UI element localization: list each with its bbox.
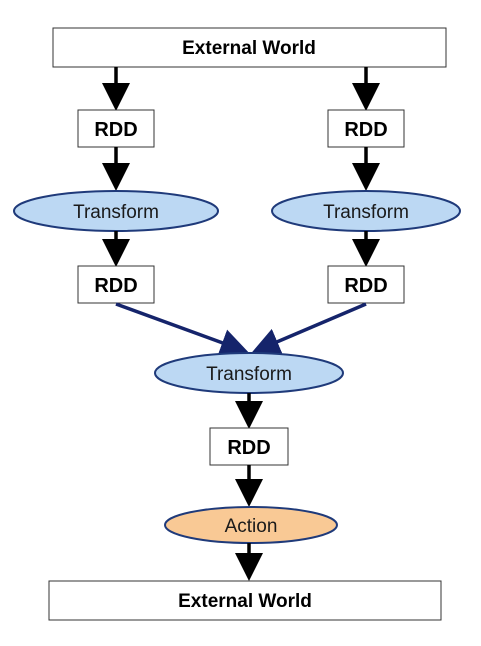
transform-left-node: Transform <box>13 190 219 232</box>
transform-left-label: Transform <box>73 202 159 223</box>
transform-right-node: Transform <box>271 190 461 232</box>
transform-center-node: Transform <box>154 352 344 394</box>
transform-center-label: Transform <box>206 364 292 385</box>
external-world-top-label: External World <box>182 38 316 59</box>
rdd-right-2-box: RDD <box>327 265 405 304</box>
action-label: Action <box>225 516 278 537</box>
rdd-left-1-box: RDD <box>77 109 155 148</box>
rdd-left-2-label: RDD <box>94 275 137 297</box>
external-world-top-box: External World <box>52 27 447 68</box>
rdd-left-2-box: RDD <box>77 265 155 304</box>
arrow-merge-right <box>251 302 367 355</box>
external-world-bottom-label: External World <box>178 591 312 612</box>
transform-right-label: Transform <box>323 202 409 223</box>
external-world-bottom-box: External World <box>48 580 442 621</box>
rdd-right-1-label: RDD <box>344 119 387 141</box>
rdd-center-label: RDD <box>227 437 270 459</box>
rdd-center-box: RDD <box>209 427 289 466</box>
action-node: Action <box>164 506 338 544</box>
rdd-left-1-label: RDD <box>94 119 137 141</box>
arrow-merge-left <box>115 302 249 356</box>
rdd-right-2-label: RDD <box>344 275 387 297</box>
rdd-right-1-box: RDD <box>327 109 405 148</box>
